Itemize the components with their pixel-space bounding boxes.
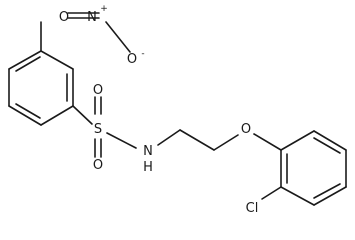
molecule-svg: N + O O - S O O N H O [8, 4, 347, 216]
ether-o-label: O [241, 122, 251, 137]
amine-n-label: N [143, 144, 153, 159]
ethylene-linker [157, 129, 239, 151]
nitro-group: N + O O - [40, 4, 145, 67]
amine-group: N H [143, 144, 153, 175]
nitro-o-left-label: O [59, 10, 69, 25]
bond-ring-sulfur [72, 105, 93, 125]
nitro-o-right-label: O [127, 52, 137, 67]
sulfonyl-group: S O O [72, 83, 137, 173]
bond-o-ring [253, 133, 282, 151]
amine-h-label: H [143, 160, 153, 175]
sulfonyl-o-bottom-label: O [93, 158, 103, 173]
nitro-plus-charge: + [100, 4, 108, 14]
nitro-minus-charge: - [141, 49, 144, 59]
sulfur-label: S [94, 122, 102, 137]
sulfonyl-o-top-label: O [93, 83, 103, 98]
chlorophenyl-ring [280, 130, 347, 206]
nitrophenyl-ring [8, 50, 74, 126]
chlorine-substituent: Cl [246, 186, 282, 216]
nitro-n-label: N [87, 10, 97, 25]
chlorine-label: Cl [246, 201, 259, 216]
structure-diagram: N + O O - S O O N H O [8, 4, 347, 216]
